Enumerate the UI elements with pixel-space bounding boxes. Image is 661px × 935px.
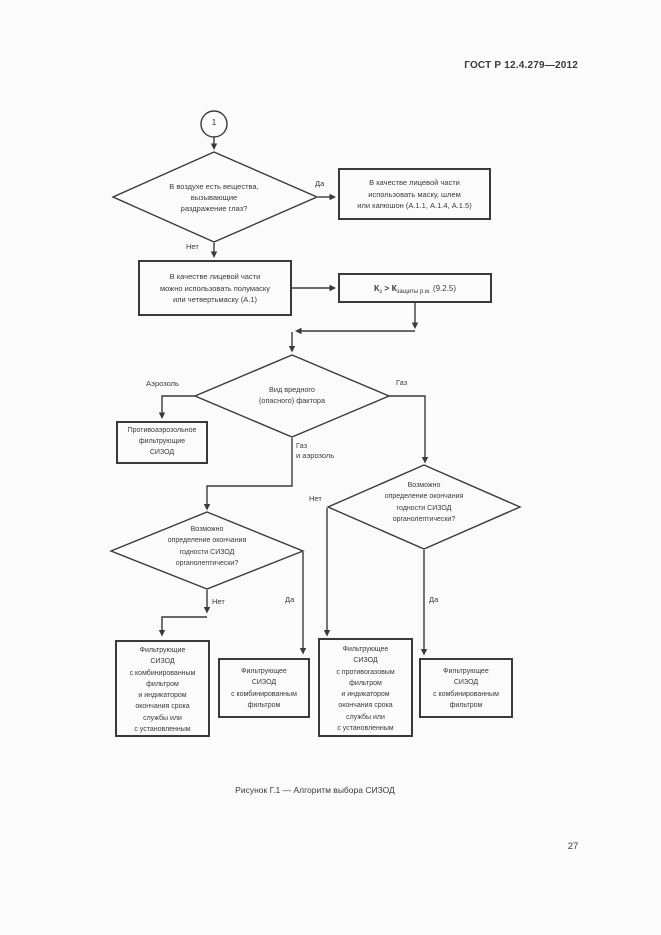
decision-expiry-left-text: Возможно определение окончания годности … — [167, 526, 247, 567]
label-no-expiry-left: Нет — [212, 597, 225, 606]
decision-expiry-right-text: Возможно определение окончания годности … — [384, 482, 464, 523]
arrowhead — [323, 630, 331, 637]
arrowhead — [210, 143, 218, 150]
arrowhead — [295, 327, 302, 335]
arrowhead — [203, 607, 211, 614]
arrowhead — [158, 630, 166, 637]
k-sub-1: з — [379, 289, 382, 295]
arrowhead — [203, 504, 211, 511]
arrowhead — [411, 322, 419, 329]
label-yes-expiry-right: Да — [429, 595, 439, 604]
flow-line — [206, 438, 293, 505]
k-operator: > — [381, 283, 392, 293]
k-ref: (9.2.5) — [430, 284, 457, 293]
decision-eye-irritation-text: В воздухе есть вещества, вызывающие разд… — [169, 182, 259, 213]
label-no-expiry-right: Нет — [309, 494, 322, 503]
label-no-eye: Нет — [186, 242, 199, 251]
arrowhead — [329, 284, 336, 292]
result-box-filter-combined-indicator: Фильтрующие СИЗОД с комбинированным филь… — [115, 640, 210, 737]
figure-caption: Рисунок Г.1 — Алгоритм выбора СИЗОД — [235, 785, 395, 795]
decision-hazard-type-shape — [193, 354, 391, 438]
k-base-1: К — [373, 283, 380, 293]
decision-expiry-right-shape — [326, 464, 522, 550]
result-box-filter-combined-left: Фильтрующее СИЗОД с комбинированным филь… — [218, 658, 310, 718]
arrowhead — [158, 412, 166, 419]
process-box-half-mask: В качестве лицевой части можно использов… — [138, 260, 292, 316]
decision-eye-irritation-shape — [111, 151, 319, 243]
page-number: 27 — [567, 841, 579, 852]
flow-line — [161, 395, 195, 414]
process-box-mask-helmet: В качестве лицевой части использовать ма… — [338, 168, 491, 220]
arrowhead — [420, 649, 428, 656]
flow-line — [389, 395, 426, 458]
k-sub-2: защиты р.м. — [396, 289, 431, 295]
label-gas: Газ — [396, 378, 408, 387]
start-node-label: 1 — [211, 117, 217, 127]
arrowhead — [210, 251, 218, 258]
process-box-k-condition: Кз > Кзащиты р.м. (9.2.5) — [338, 273, 492, 303]
arrowhead — [288, 346, 296, 353]
result-box-filter-combined-right: Фильтрующее СИЗОД с комбинированным филь… — [419, 658, 513, 718]
k-base-2: К — [391, 283, 397, 293]
decision-expiry-left-shape — [109, 511, 305, 590]
label-gas-aerosol: Газ и аэрозоль — [296, 441, 335, 460]
arrowhead — [421, 457, 429, 464]
document-header: ГОСТ Р 12.4.279—2012 — [464, 60, 578, 71]
label-yes-eye: Да — [315, 179, 325, 188]
arrowhead — [299, 648, 307, 655]
label-yes-expiry-left: Да — [285, 595, 295, 604]
process-box-antiaerosol: Противоаэрозольное фильтрующие СИЗОД — [116, 421, 208, 464]
result-box-filter-gas-indicator: Фильтрующее СИЗОД с противогазовым фильт… — [318, 638, 413, 737]
decision-hazard-type-text: Вид вредного (опасного) фактора — [258, 385, 326, 405]
label-aerosol: Аэрозоль — [146, 379, 179, 388]
arrowhead — [329, 193, 336, 201]
flow-line — [161, 616, 207, 631]
